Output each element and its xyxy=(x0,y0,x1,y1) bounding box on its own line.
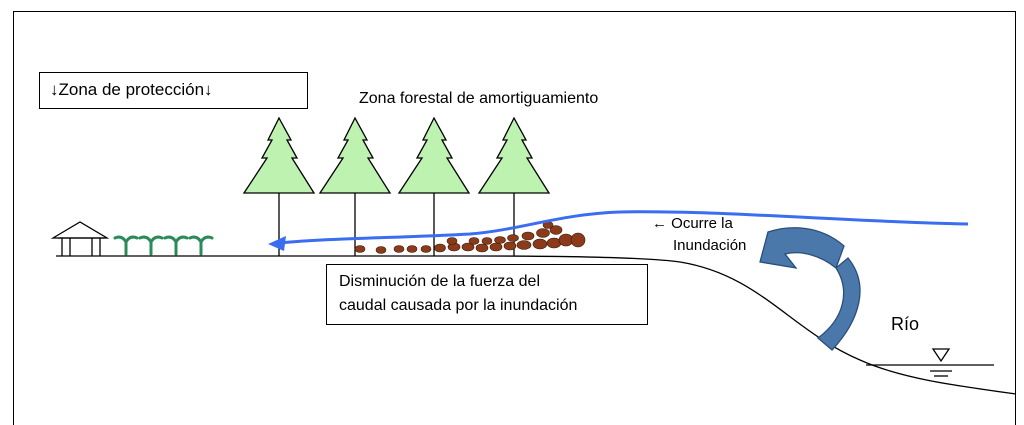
trees xyxy=(242,116,551,256)
flow-decrease-box: Disminución de la fuerza del caudal caus… xyxy=(326,264,648,325)
tree-2 xyxy=(318,116,392,256)
house-icon xyxy=(50,221,110,256)
big-curved-arrow-icon xyxy=(759,227,861,351)
sediment-deposits xyxy=(354,221,586,254)
diagram-frame xyxy=(13,11,1016,425)
sprout-plants xyxy=(113,235,214,256)
ground-line xyxy=(56,255,1017,395)
flow-decrease-text: Disminución de la fuerza del caudal caus… xyxy=(339,270,644,318)
river-label: Río xyxy=(891,314,920,334)
protection-zone-box: ↓Zona de protección↓ xyxy=(39,72,308,109)
flow-decrease-line1: Disminución de la fuerza del xyxy=(339,273,540,290)
tree-3 xyxy=(397,116,471,256)
flood-flow-line xyxy=(279,210,969,245)
flow-decrease-line2: caudal causada por la inundación xyxy=(339,297,578,314)
protection-zone-label: ↓Zona de protección↓ xyxy=(50,80,213,99)
flood-arrowhead-icon xyxy=(268,236,286,251)
flood-occurs-label-line2: Inundación xyxy=(673,237,747,254)
flood-occurs-label-line1: ← Ocurre la xyxy=(652,215,733,232)
water-level-icon xyxy=(866,348,994,377)
buffer-zone-title: Zona forestal de amortiguamiento xyxy=(359,90,599,107)
tree-1 xyxy=(242,116,316,256)
